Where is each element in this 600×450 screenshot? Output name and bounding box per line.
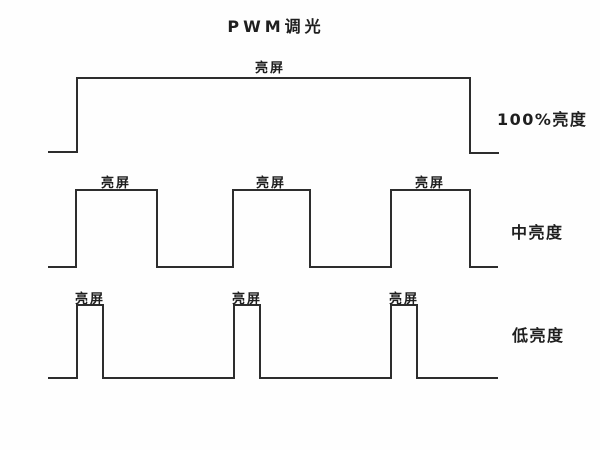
screen-on-label: 亮屏 (255, 176, 287, 191)
waveform-medium-brightness (48, 189, 498, 268)
screen-on-label: 亮屏 (414, 176, 446, 191)
screen-on-label: 亮屏 (254, 61, 286, 76)
brightness-level-label-low: 低亮度 (512, 326, 565, 345)
waveform-low-brightness (48, 304, 498, 379)
screen-on-label: 亮屏 (74, 292, 106, 307)
brightness-level-label-medium: 中亮度 (511, 223, 564, 242)
screen-on-label: 亮屏 (231, 292, 263, 307)
brightness-level-label-100: 100%亮度 (497, 110, 588, 129)
diagram-title: PWM调光 (227, 17, 325, 36)
screen-on-label: 亮屏 (100, 176, 132, 191)
screen-on-label: 亮屏 (388, 292, 420, 307)
waveform-100-brightness (48, 77, 499, 154)
